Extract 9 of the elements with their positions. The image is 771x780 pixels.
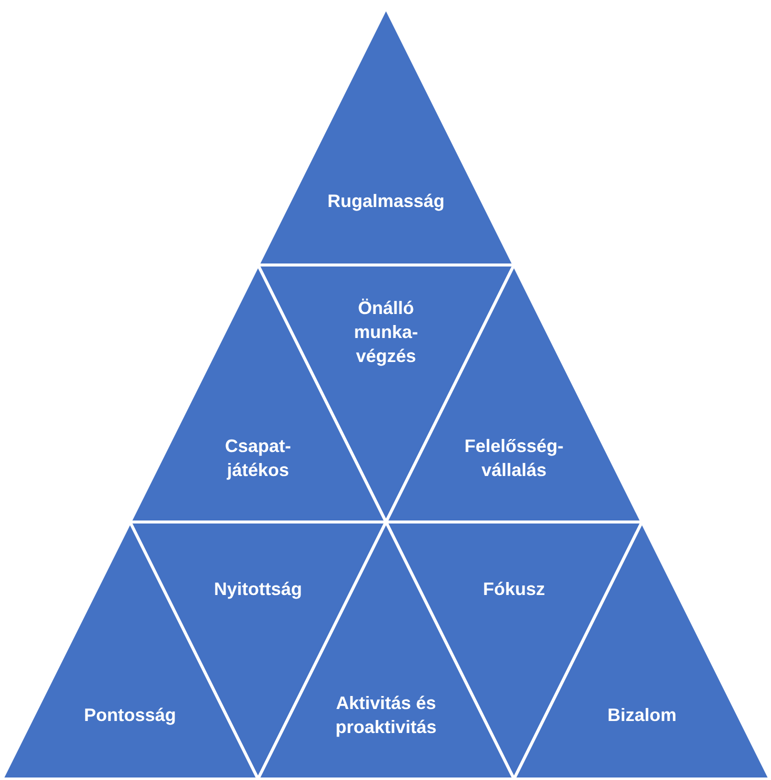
segment-label: Bizalom (606, 704, 678, 727)
segment-label: Fókusz (482, 578, 546, 601)
segment-label: Önálló munka- végzés (352, 296, 419, 368)
segment-label: Felelősség- vállalás (463, 434, 565, 482)
segment-label: Csapat- játékos (224, 434, 292, 482)
segment-label: Nyitottság (212, 578, 303, 601)
segment-label: Rugalmasság (326, 190, 446, 213)
segment-label: Aktivitás és proaktivitás (334, 692, 438, 739)
segment-label: Pontosság (82, 704, 177, 727)
